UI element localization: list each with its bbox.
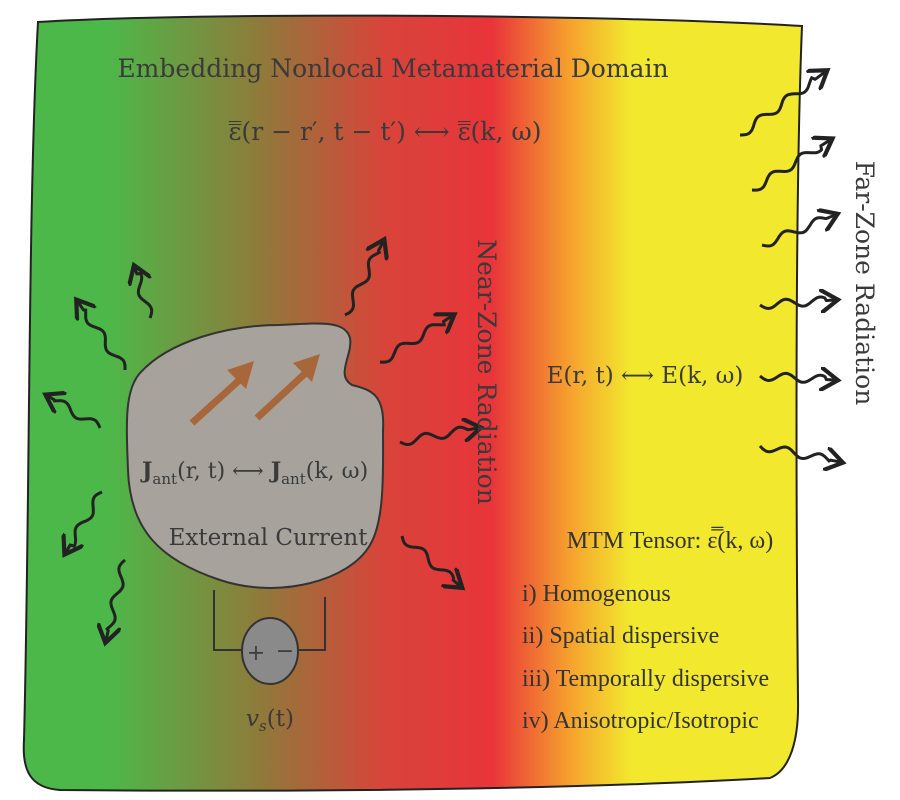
radiation-arrows [48, 72, 840, 640]
wavy-radiation-arrow-icon [759, 297, 835, 308]
wavy-radiation-arrow-icon [758, 444, 840, 462]
wavy-radiation-arrow-icon [761, 215, 835, 248]
property-item: iv) Anisotropic/Isotropic [522, 708, 759, 734]
wavy-radiation-arrow-icon [759, 373, 835, 382]
current-arrow [189, 372, 248, 426]
external-current-label: External Current [169, 525, 369, 551]
permittivity-relation: ε̿(r − r′, t − t′) ⟷ ε̿(k, ω) [228, 117, 541, 146]
property-list: i) Homogenous ii) Spatial dispersive iii… [522, 581, 769, 734]
wavy-radiation-arrow-icon [379, 316, 452, 364]
mtm-tensor-label: MTM Tensor: ε̿(k, ω) [567, 527, 773, 554]
domain-title: Embedding Nonlocal Metamaterial Domain [117, 54, 668, 83]
antenna-blob [125, 322, 385, 589]
field-relation: E(r, t) ⟷ E(k, ω) [547, 363, 744, 389]
wavy-radiation-arrow-icon [78, 302, 127, 370]
wavy-radiation-arrow-icon [400, 535, 460, 586]
wavy-radiation-arrow-icon [48, 396, 102, 429]
wavy-radiation-arrow-icon [135, 268, 154, 319]
property-item: iii) Temporally dispersive [522, 666, 769, 692]
near-zone-label: Near-Zone Radiation [472, 239, 501, 505]
metamaterial-domain [22, 14, 804, 792]
wavy-radiation-arrow-icon [751, 140, 830, 192]
source-minus: − [276, 639, 294, 664]
wavy-radiation-arrow-icon [399, 427, 478, 446]
source-plus: + [247, 641, 265, 666]
property-item: i) Homogenous [522, 581, 671, 607]
wavy-radiation-arrow-icon [344, 242, 383, 317]
arrow-head-icon [227, 361, 254, 389]
arrow-head-icon [293, 354, 320, 382]
wavy-radiation-arrow-icon [66, 490, 103, 552]
far-zone-label: Far-Zone Radiation [850, 161, 879, 406]
source-label: vs(t) [246, 706, 294, 735]
property-item: ii) Spatial dispersive [522, 623, 719, 649]
wavy-radiation-arrow-icon [106, 558, 126, 640]
current-arrows [189, 354, 320, 426]
voltage-source [213, 590, 326, 685]
current-arrow [254, 365, 314, 421]
current-relation: Jant(r, t) ⟷ Jant(k, ω) [140, 458, 368, 488]
wavy-radiation-arrow-icon [740, 72, 825, 137]
